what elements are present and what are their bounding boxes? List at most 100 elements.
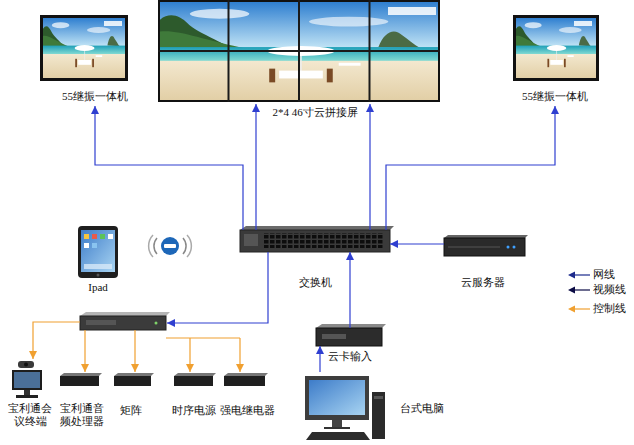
control-wire: [166, 337, 240, 338]
legend-sample: [568, 287, 575, 294]
computer-picture: [374, 396, 383, 399]
control-host-picture: [86, 320, 116, 325]
device-box-picture: [60, 373, 102, 376]
monitor-picture: [43, 18, 125, 78]
switch-picture: [240, 226, 394, 252]
wifi-symbol: [183, 238, 186, 254]
switch-box: 交换机: [240, 230, 390, 252]
device-box: 宝利通音频处理器: [58, 372, 108, 430]
server-picture: [507, 246, 510, 249]
monitor-picture: [513, 15, 599, 81]
monitor-picture: [104, 21, 122, 26]
caption: 台式电脑: [400, 402, 444, 415]
computer-picture: [372, 392, 385, 439]
device-box: 强电继电器: [220, 372, 276, 422]
server-box: 云服务器: [444, 238, 525, 256]
control-host-picture: [80, 312, 170, 316]
control-wire: [134, 330, 135, 372]
server-picture: [513, 246, 516, 249]
device-box-picture: [114, 376, 151, 386]
caption: 2*4 46寸云拼接屏: [272, 106, 357, 119]
cloud-card-picture: [322, 334, 346, 339]
legend-sample: [574, 274, 590, 275]
caption: 55继振一体机: [522, 90, 588, 103]
monitor-picture: [516, 18, 596, 78]
device-box-picture: [174, 376, 213, 386]
caption: 宝利通会议终端: [7, 402, 53, 428]
monitor-picture: [574, 21, 592, 26]
cloud-card-box: 云卡输入: [316, 328, 382, 346]
network-wire: [167, 252, 268, 323]
caption: 矩阵: [120, 404, 142, 417]
control-wire: [33, 322, 240, 372]
terminal-box: 宝利通会议终端: [4, 352, 60, 430]
ipad-picture: [108, 234, 113, 239]
ipad-picture: [92, 234, 97, 239]
monitor-picture: [40, 15, 128, 81]
control-host-picture: [80, 312, 170, 330]
wifi-symbol: [149, 235, 153, 257]
cloud-card-picture: [316, 328, 382, 346]
ipad-picture: [78, 226, 118, 278]
video-wall-picture: [158, 0, 440, 102]
device-box-picture: [224, 376, 265, 386]
server-picture: [444, 238, 525, 256]
computer-picture: [309, 380, 365, 415]
ipad-picture: [92, 243, 97, 248]
ipad-picture: [81, 230, 115, 272]
terminal-picture: [14, 372, 40, 388]
wifi-symbol: [154, 238, 157, 254]
legend-label: 控制线: [593, 302, 626, 314]
switch-picture: [240, 230, 390, 252]
legend-row: 视频线: [568, 283, 601, 297]
ipad-picture: [97, 274, 100, 277]
server-picture: [444, 235, 528, 256]
cloud-card-picture: [316, 324, 386, 328]
computer-picture: [324, 427, 350, 429]
control-wire: [84, 330, 85, 372]
connector: [95, 106, 243, 230]
switch-picture: [244, 234, 258, 246]
legend-label: 视频线: [593, 283, 626, 295]
device-box: 时序电源: [170, 372, 218, 422]
connector: [349, 252, 350, 328]
device-box-picture: [224, 373, 268, 376]
caption: 55继振一体机: [62, 90, 128, 103]
caption: 强电继电器: [220, 404, 275, 417]
ipad-picture: [84, 234, 89, 239]
control-wire: [33, 322, 80, 359]
ipad-picture: [84, 243, 89, 248]
caption: 云服务器: [461, 276, 505, 289]
legend-sample: [568, 285, 590, 295]
terminal-picture: [24, 390, 30, 395]
legend-sample: [574, 289, 590, 290]
terminal-picture: [18, 361, 34, 368]
switch-picture: [263, 233, 383, 248]
connector: [255, 104, 256, 230]
connector: [319, 346, 320, 372]
ipad-picture: [100, 234, 105, 239]
legend-sample: [574, 308, 590, 309]
legend: 网线视频线控制线: [568, 0, 634, 445]
ipad-box: Ipad: [68, 224, 128, 296]
device-box-picture: [114, 373, 154, 376]
caption: 云卡输入: [328, 350, 372, 363]
switch-picture: [240, 226, 394, 230]
caption: Ipad: [88, 281, 108, 294]
computer-box: 台式电脑: [303, 372, 387, 440]
ipad-picture: [78, 226, 118, 278]
computer-picture: [332, 420, 342, 427]
legend-row: 控制线: [568, 302, 601, 316]
server-picture: [448, 247, 500, 248]
computer-picture: [306, 432, 370, 440]
device-box-picture: [60, 373, 268, 386]
control-wire: [189, 338, 190, 372]
legend-label: 网线: [593, 268, 615, 280]
device-box-picture: [60, 376, 99, 386]
connector: [369, 104, 370, 230]
control-host-picture: [155, 322, 158, 325]
video-wall-picture: [158, 0, 440, 102]
